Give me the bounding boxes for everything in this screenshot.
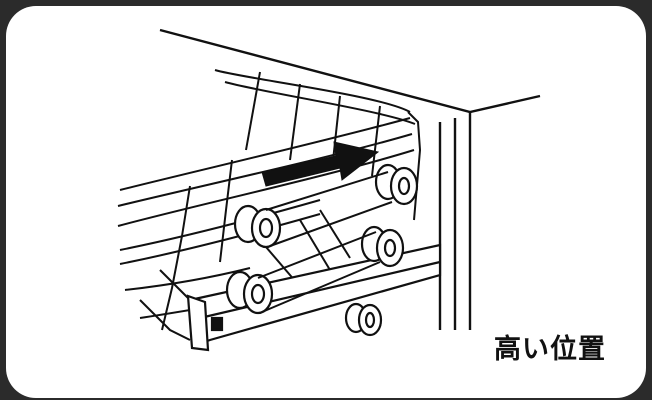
cabinet-wall — [159, 28, 541, 330]
axles — [257, 171, 393, 313]
panel-background — [6, 6, 646, 398]
roller-wheel-icon — [233, 204, 282, 249]
roller-wheel-icon — [225, 270, 274, 315]
right-arrow-icon — [261, 141, 380, 187]
roller-wheel-icon — [344, 302, 383, 337]
roller-wheels — [225, 163, 419, 337]
roller-wheel-icon — [360, 225, 405, 268]
roller-wheel-icon — [374, 163, 419, 206]
position-caption: 高い位置 — [494, 334, 606, 365]
